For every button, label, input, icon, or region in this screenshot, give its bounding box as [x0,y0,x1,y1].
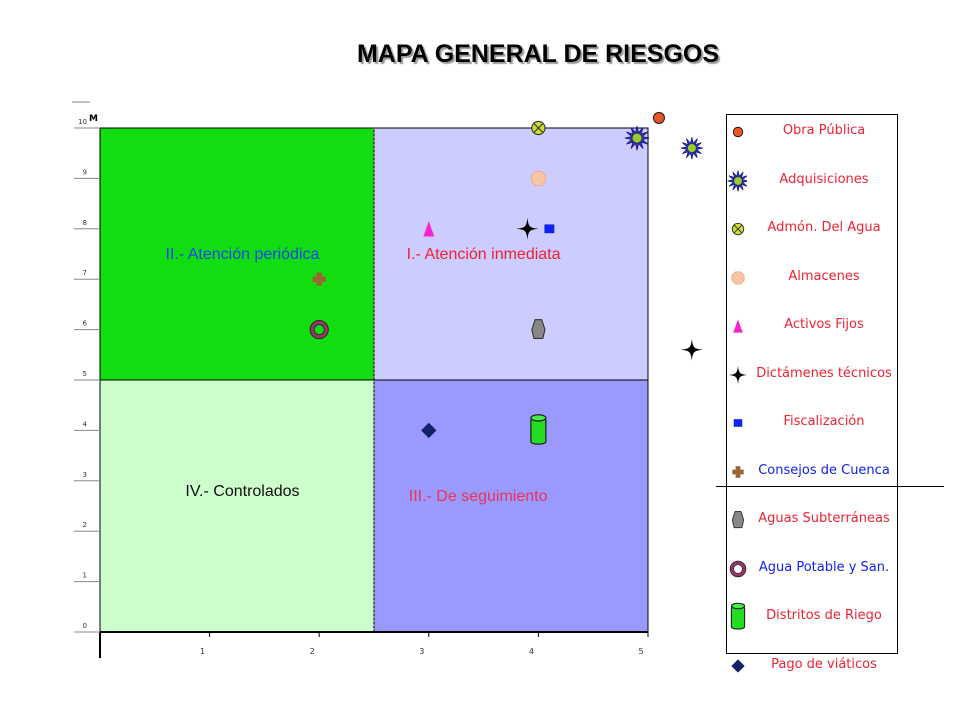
legend-item: Aguas Subterráneas [727,505,899,535]
legend-item: Adquisiciones [727,166,899,196]
legend-label: Almacenes [788,268,860,284]
legend-item: Dictámenes técnicos [727,360,899,390]
risk-map-chart: II.- Atención periódica I.- Atención inme… [72,101,703,658]
legend-item: Consejos de Cuenca [727,457,899,487]
y-tick-label: 8 [83,219,87,227]
y-tick-label: 3 [83,471,87,479]
y-tick-label: 10 [78,118,87,126]
data-point-octagon-peach [530,170,546,186]
diamond-navy-icon [731,658,745,673]
legend-item: Almacenes [727,263,899,293]
legend-label: Pago de viáticos [771,656,877,672]
legend-label: Distritos de Riego [766,608,882,623]
y-tick-label: 7 [83,269,87,277]
legend-icon [732,126,744,138]
legend-item: Pago de viáticos [727,651,899,681]
cross-brown-icon [732,465,744,478]
y-tick-label: 6 [83,320,88,328]
data-point-pentagon-gray [531,319,546,339]
y-axis-label: M [89,114,98,124]
legend-label: Admón. Del Agua [767,220,881,235]
legend-label: Consejos de Cuenca [758,462,890,478]
legend-label: Agua Potable y San. [758,559,890,575]
y-tick-label: 0 [83,622,87,630]
legend-label: Obra Pública [782,123,866,138]
y-tick-label: 5 [83,370,87,378]
data-point-circle-orange [652,111,666,124]
x-tick-label: 2 [310,647,315,656]
quadrant-2 [373,127,649,381]
data-point-circle-x-yellow [531,120,546,136]
data-point-cross-brown [312,272,326,286]
triangle-magenta-icon [733,319,743,333]
x-tick-label: 5 [638,647,643,656]
quadrant-3 [99,379,375,633]
legend-icon [731,510,745,529]
quadrant-label-3: IV.- Controlados [185,483,299,500]
legend-icon [730,602,746,630]
legend-icon [729,560,747,577]
quadrant-label-2: I.- Atención inmediata [407,246,561,263]
legend-icon [727,169,747,192]
sun-blue-icon [727,169,747,192]
legend-item: Agua Potable y San. [727,554,899,584]
data-point-diamond-navy [421,422,437,439]
ring-maroon-icon [729,560,747,577]
legend-icon [731,270,745,285]
legend-icon [732,465,744,478]
quadrant-label-4: III.- De seguimiento [409,488,548,505]
quadrant-4 [373,379,649,633]
data-point-ring-maroon [309,320,329,340]
star4-black-icon [728,365,747,384]
data-point-extra-star4-black [680,338,703,361]
legend-item: Admón. Del Agua [727,214,899,244]
cylinder-green-icon [730,602,746,630]
x-tick-label: 4 [529,647,534,656]
square-blue-icon [733,419,743,427]
y-tick-label: 4 [83,420,88,428]
legend-item: Distritos de Riego [727,602,899,632]
circle-x-yellow-icon [731,222,745,236]
legend-label: Aguas Subterráneas [758,511,890,526]
x-tick-label: 3 [419,647,424,656]
data-point-extra-sun-blue [680,137,703,160]
legend-icon [733,319,743,333]
y-tick-label: 1 [83,572,87,580]
legend-label: Dictámenes técnicos [756,365,892,381]
data-point-star4-black [516,217,539,240]
legend-item: Obra Pública [727,117,899,147]
data-point-sun-blue [624,125,650,151]
legend-label: Adquisiciones [779,171,869,187]
divider-line [716,486,944,487]
series-group [309,111,703,445]
legend-icon [728,365,747,384]
circle-orange-icon [732,126,744,138]
legend-icon [733,419,743,427]
legend-label: Fiscalización [783,414,865,429]
octagon-peach-icon [731,270,745,285]
pentagon-gray-icon [731,510,745,529]
legend-icon [731,222,745,236]
legend-icon [731,658,745,673]
legend-item: Fiscalización [727,408,899,438]
y-tick-label: 2 [83,521,87,529]
data-point-cylinder-green [530,414,547,445]
chart-title: MAPA GENERAL DE RIESGOS [356,40,720,68]
legend-item: Activos Fijos [727,311,899,341]
data-point-square-blue [544,224,555,234]
quadrant-label-1: II.- Atención periódica [166,246,320,263]
data-point-triangle-magenta [423,221,435,237]
quadrant-1 [99,127,375,381]
legend-label: Activos Fijos [784,317,864,332]
x-tick-label: 1 [200,647,205,656]
y-tick-label: 9 [83,168,87,176]
